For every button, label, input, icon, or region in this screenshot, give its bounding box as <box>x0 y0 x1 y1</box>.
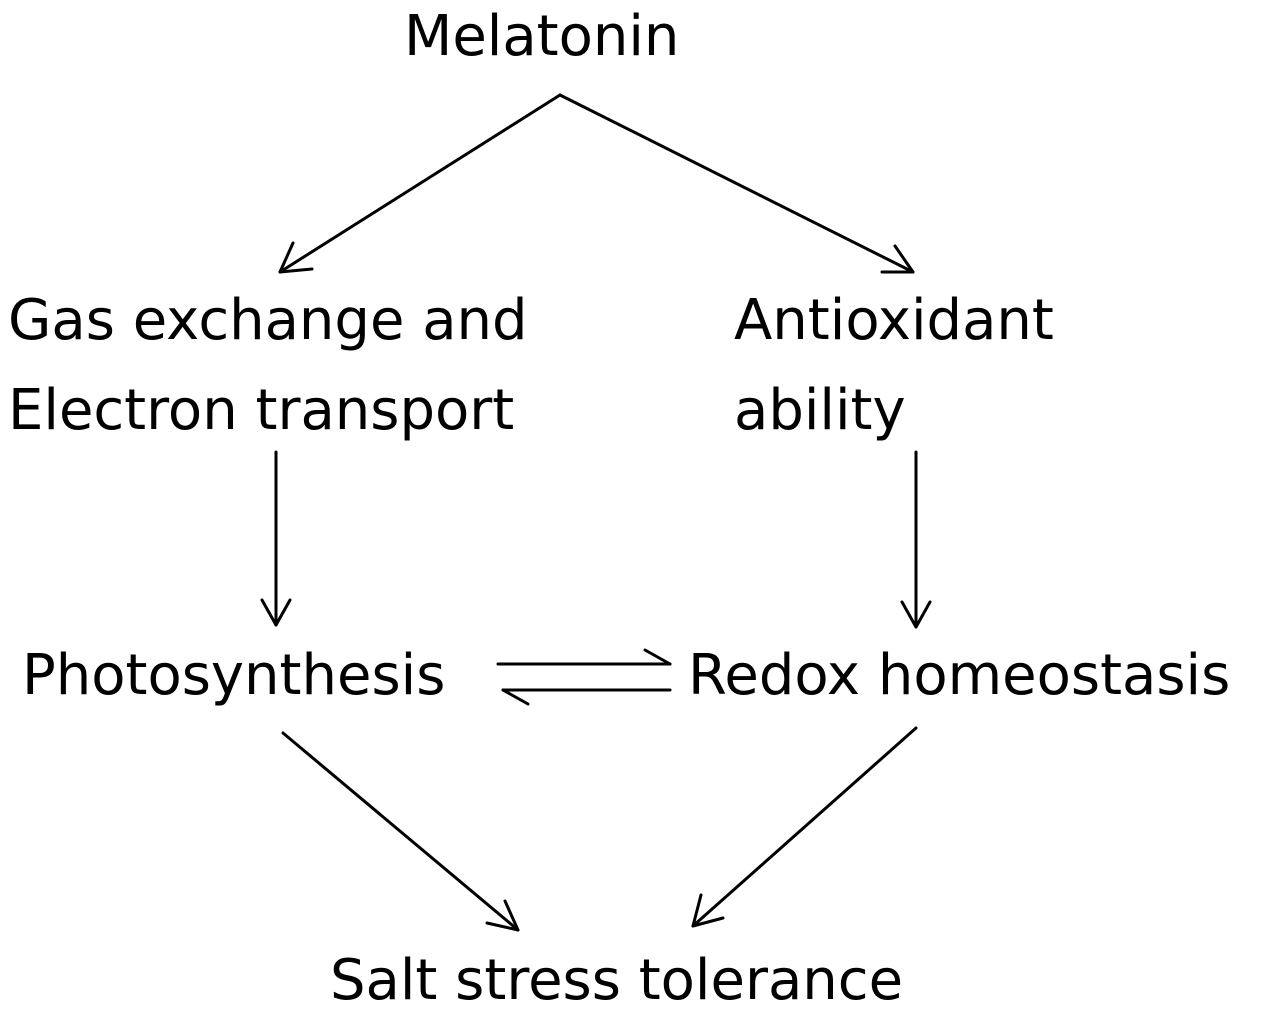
node-redox-label: Redox homeostasis <box>688 643 1231 708</box>
node-redox: Redox homeostasis <box>688 631 1230 721</box>
arrow-photosynthesis-to-redox <box>496 648 672 666</box>
arrow-antioxidant-to-redox <box>900 450 932 629</box>
node-gas-exchange-line-1: Gas exchange and <box>8 288 528 353</box>
arrow-gas-exchange-to-photosynthesis <box>260 450 292 627</box>
node-tolerance: Salt stress tolerance <box>330 936 903 1015</box>
arrow-redox-to-photosynthesis <box>501 688 672 706</box>
node-gas-exchange: Gas exchange and Electron transport <box>8 276 528 456</box>
node-photosynthesis-label: Photosynthesis <box>22 643 446 708</box>
node-melatonin-label: Melatonin <box>404 4 680 69</box>
node-antioxidant: Antioxidant ability <box>734 276 1054 456</box>
arrow-melatonin-to-gas-exchange <box>278 93 562 274</box>
node-tolerance-label: Salt stress tolerance <box>330 948 904 1013</box>
node-photosynthesis: Photosynthesis <box>22 631 445 721</box>
node-antioxidant-line-2: ability <box>734 378 906 443</box>
node-melatonin: Melatonin <box>404 0 679 82</box>
arrow-melatonin-to-antioxidant <box>558 93 915 274</box>
node-antioxidant-line-1: Antioxidant <box>734 288 1054 353</box>
arrow-photosynthesis-to-tolerance <box>281 731 520 932</box>
arrow-redox-to-tolerance <box>691 726 918 928</box>
node-gas-exchange-line-2: Electron transport <box>8 378 515 443</box>
